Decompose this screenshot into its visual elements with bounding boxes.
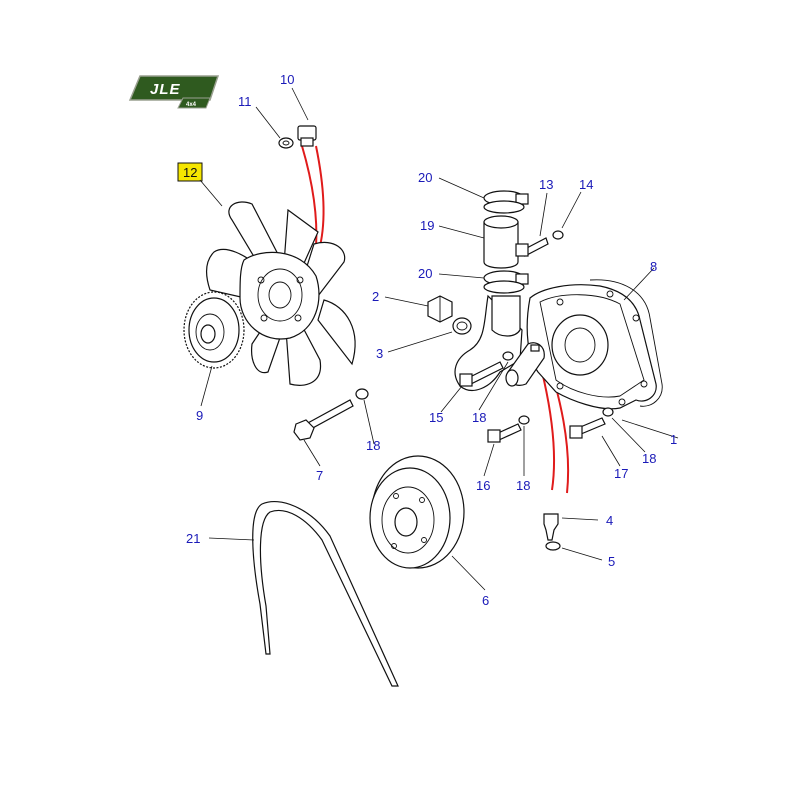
callout-11: 11 xyxy=(238,94,252,109)
callout-labels: 10 11 20 19 20 13 14 8 2 3 15 18 1 18 17… xyxy=(186,72,677,608)
bolt-16 xyxy=(487,415,530,443)
callout-19: 19 xyxy=(420,218,434,233)
logo-subtext: 4x4 xyxy=(186,102,197,108)
callout-20-bottom: 20 xyxy=(418,266,432,281)
callout-3: 3 xyxy=(376,346,383,361)
logo-text: JLE xyxy=(150,81,181,98)
callout-17: 17 xyxy=(614,466,628,481)
callout-12: 12 xyxy=(183,165,197,180)
drive-belt xyxy=(252,500,399,687)
callout-9: 9 xyxy=(196,408,203,423)
callout-5: 5 xyxy=(608,554,615,569)
callout-16: 16 xyxy=(476,478,490,493)
callout-18-pump: 18 xyxy=(472,410,486,425)
cooling-fan xyxy=(205,201,356,386)
bolt-13 xyxy=(515,230,564,257)
drain-plug xyxy=(427,295,472,335)
jle-logo: JLE 4x4 xyxy=(128,75,220,109)
leader-lines xyxy=(200,87,679,591)
callout-10: 10 xyxy=(280,72,294,87)
callout-13: 13 xyxy=(539,177,553,192)
pump-gasket xyxy=(589,279,663,407)
callout-6: 6 xyxy=(482,593,489,608)
bypass-hose-and-clips xyxy=(483,190,529,294)
callout-15: 15 xyxy=(429,410,443,425)
callout-18-left: 18 xyxy=(366,438,380,453)
fan-bolt xyxy=(278,125,317,149)
callout-18-right: 18 xyxy=(642,451,656,466)
callout-21: 21 xyxy=(186,531,200,546)
callout-8: 8 xyxy=(650,259,657,274)
part-12-highlight: 12 xyxy=(177,162,223,207)
callout-2: 2 xyxy=(372,289,379,304)
bolt-15 xyxy=(459,351,514,387)
callout-18-lower: 18 xyxy=(516,478,530,493)
water-pump-pulley xyxy=(369,455,465,569)
callout-4: 4 xyxy=(606,513,613,528)
viscous-coupling-gear xyxy=(183,291,245,369)
callout-1: 1 xyxy=(670,432,677,447)
bolt-17 xyxy=(569,407,614,439)
callout-14: 14 xyxy=(579,177,593,192)
callout-20-top: 20 xyxy=(418,170,432,185)
water-pump xyxy=(454,284,657,410)
bolt-7 xyxy=(293,388,369,441)
stud-4-and-nut-5 xyxy=(543,513,561,551)
callout-7: 7 xyxy=(316,468,323,483)
